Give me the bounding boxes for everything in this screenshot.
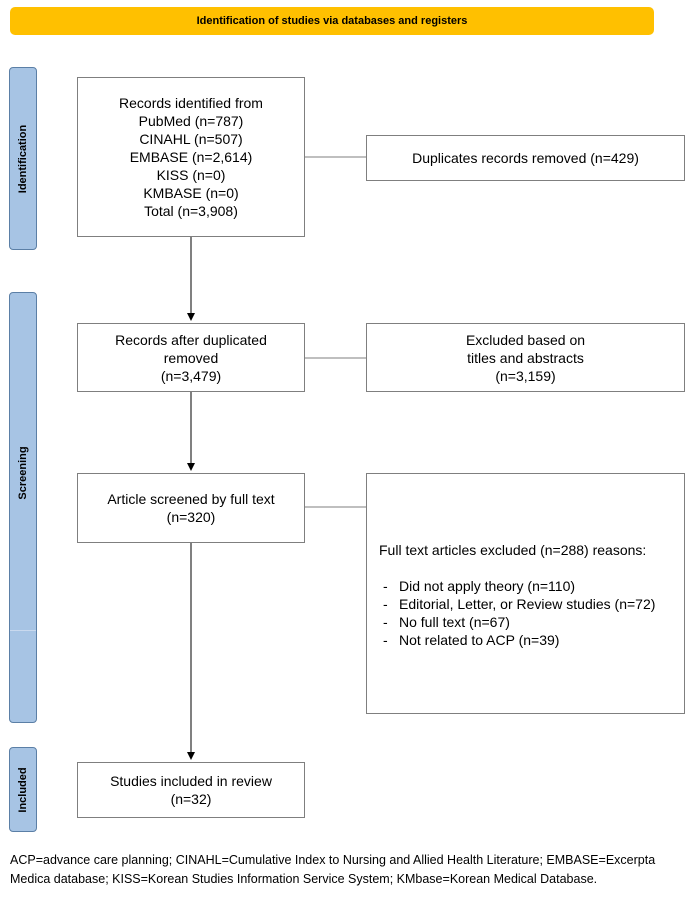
duplicates-removed-text: Duplicates records removed (n=429) bbox=[412, 150, 639, 166]
included-studies-line: Studies included in review bbox=[110, 773, 272, 789]
full-text-screened-line: Article screened by full text bbox=[107, 491, 275, 507]
header-banner: Identification of studies via databases … bbox=[10, 7, 654, 35]
included-studies-box: Studies included in review (n=32) bbox=[77, 762, 305, 818]
phase-identification: Identification bbox=[9, 67, 37, 250]
full-text-excluded-heading: Full text articles excluded (n=288) reas… bbox=[379, 542, 647, 558]
full-text-screened-box: Article screened by full text (n=320) bbox=[77, 473, 305, 543]
records-identified-line: Total (n=3,908) bbox=[144, 203, 238, 219]
exclusion-reason: Not related to ACP (n=39) bbox=[379, 631, 655, 649]
records-identified-line: CINAHL (n=507) bbox=[139, 131, 243, 147]
excluded-titles-line: Excluded based on bbox=[465, 331, 586, 348]
phase-screening: Screening bbox=[9, 292, 37, 723]
records-identified-line: PubMed (n=787) bbox=[138, 113, 244, 129]
included-studies-line: (n=32) bbox=[170, 791, 212, 807]
after-duplicates-line: (n=3,479) bbox=[160, 367, 222, 384]
after-duplicates-line: Records after duplicated bbox=[115, 331, 267, 348]
records-identified-line: EMBASE (n=2,614) bbox=[129, 149, 253, 165]
excluded-titles-line: (n=3,159) bbox=[495, 367, 556, 384]
records-identified-line: Records identified from bbox=[119, 95, 263, 111]
exclusion-reason: Editorial, Letter, or Review studies (n=… bbox=[379, 595, 655, 613]
excluded-titles-line: titles and abstracts bbox=[467, 349, 584, 366]
duplicates-removed-box: Duplicates records removed (n=429) bbox=[366, 135, 685, 181]
full-text-screened-line: (n=320) bbox=[166, 509, 216, 525]
header-title: Identification of studies via databases … bbox=[196, 15, 468, 27]
footnote: ACP=advance care planning; CINAHL=Cumula… bbox=[10, 853, 656, 886]
excluded-titles-box: Excluded based on titles and abstracts (… bbox=[366, 323, 685, 392]
phase-included: Included bbox=[9, 747, 37, 832]
records-identified-box: Records identified from PubMed (n=787) C… bbox=[77, 77, 305, 237]
records-identified-line: KMBASE (n=0) bbox=[143, 185, 239, 201]
exclusion-reasons-list: Did not apply theory (n=110) Editorial, … bbox=[379, 577, 655, 649]
records-identified-line: KISS (n=0) bbox=[156, 167, 226, 183]
after-duplicates-line: removed bbox=[163, 349, 219, 366]
exclusion-reason: Did not apply theory (n=110) bbox=[379, 577, 655, 595]
exclusion-reason: No full text (n=67) bbox=[379, 613, 655, 631]
full-text-excluded-box: Full text articles excluded (n=288) reas… bbox=[366, 473, 685, 714]
phase-screening-divider bbox=[10, 630, 36, 631]
after-duplicates-box: Records after duplicated removed (n=3,47… bbox=[77, 323, 305, 392]
